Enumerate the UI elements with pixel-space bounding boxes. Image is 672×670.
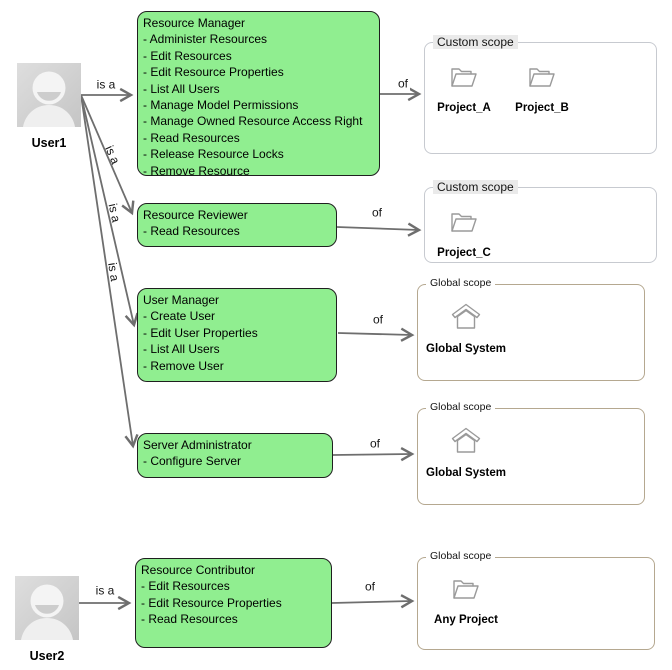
edge-label-of: of xyxy=(362,579,378,594)
role-permission: - Manage Owned Resource Access Right xyxy=(143,114,363,129)
scope-global-system-2[interactable]: Global scope Global System xyxy=(417,401,645,505)
edge-label-of: of xyxy=(369,205,385,220)
scope-item-label: Global System xyxy=(426,343,506,355)
scope-global-any-project[interactable]: Global scope Any Project xyxy=(417,550,655,650)
edge-label-of: of xyxy=(395,76,411,91)
folder-icon xyxy=(450,575,482,608)
role-resource-manager[interactable]: Resource Manager - Administer Resources … xyxy=(137,11,380,176)
edge-label-is-a: is a xyxy=(102,143,123,167)
role-permission: - Read Resources xyxy=(141,612,238,627)
edge-rr-custom-scope[interactable] xyxy=(336,222,422,237)
edge-label-is-a: is a xyxy=(94,77,118,92)
role-permission: - Read Resources xyxy=(143,224,240,239)
user1-node[interactable]: User1 xyxy=(17,63,81,150)
edge-um-global-scope[interactable] xyxy=(337,327,415,342)
scope-legend: Custom scope xyxy=(433,180,518,194)
scope-item-global-system[interactable]: Global System xyxy=(418,302,514,355)
role-permission: - Edit Resource Properties xyxy=(141,595,282,610)
scope-item-label: Project_A xyxy=(437,102,491,114)
edge-rc-global-scope[interactable] xyxy=(331,594,415,609)
user-name: User1 xyxy=(31,136,67,150)
scope-item-project-b[interactable]: Project_B xyxy=(503,63,581,114)
scope-item-global-system[interactable]: Global System xyxy=(418,426,514,479)
scope-custom-projects-ab[interactable]: Custom scope Project_A Pro xyxy=(424,35,657,154)
scope-item-project-a[interactable]: Project_A xyxy=(425,63,503,114)
edge-label-is-a: is a xyxy=(105,202,124,224)
scope-item-label: Any Project xyxy=(434,614,498,626)
edge-label-of: of xyxy=(367,436,383,451)
user-name: User2 xyxy=(29,649,65,663)
home-icon xyxy=(450,302,482,337)
role-permission: - Administer Resources xyxy=(143,32,268,47)
role-title: Resource Contributor xyxy=(141,563,256,577)
folder-icon xyxy=(526,63,558,96)
edge-label-of: of xyxy=(370,312,386,327)
scope-item-any-project[interactable]: Any Project xyxy=(418,575,514,626)
role-permission: - Manage Model Permissions xyxy=(143,98,299,113)
role-title: Resource Reviewer xyxy=(143,208,248,222)
role-permission: - Read Resources xyxy=(143,130,240,145)
user2-node[interactable]: User2 xyxy=(15,576,79,663)
role-permission: - Remove User xyxy=(143,358,224,373)
role-server-administrator[interactable]: Server Administrator - Configure Server xyxy=(137,433,333,478)
scope-legend: Custom scope xyxy=(433,35,518,49)
edge-sa-global-scope[interactable] xyxy=(332,446,415,462)
home-icon xyxy=(450,426,482,461)
scope-item-label: Global System xyxy=(426,467,506,479)
role-permission: - List All Users xyxy=(143,81,220,96)
role-title: Resource Manager xyxy=(143,16,246,30)
role-permission: - Edit Resource Properties xyxy=(143,65,284,80)
role-permission: - Edit Resources xyxy=(143,48,232,63)
role-user-manager[interactable]: User Manager - Create User - Edit User P… xyxy=(137,288,337,382)
edge-label-is-a: is a xyxy=(93,583,117,598)
folder-icon xyxy=(448,208,480,241)
role-resource-contributor[interactable]: Resource Contributor - Edit Resources - … xyxy=(135,558,332,648)
role-permission: - Create User xyxy=(143,309,216,324)
role-permission: - Remove Resource xyxy=(143,163,250,176)
scope-custom-project-c[interactable]: Custom scope Project_C xyxy=(424,180,657,263)
folder-icon xyxy=(448,63,480,96)
edge-label-is-a: is a xyxy=(105,261,122,283)
role-permission: - Configure Server xyxy=(143,454,242,469)
role-permission: - List All Users xyxy=(143,342,220,357)
role-resource-reviewer[interactable]: Resource Reviewer - Read Resources xyxy=(137,203,337,247)
scope-item-project-c[interactable]: Project_C xyxy=(425,208,503,259)
scope-item-label: Project_B xyxy=(515,102,569,114)
scope-legend: Global scope xyxy=(426,277,496,290)
scope-legend: Global scope xyxy=(426,401,496,414)
scope-item-label: Project_C xyxy=(437,247,491,259)
user-avatar-icon xyxy=(15,576,79,640)
scope-global-system-1[interactable]: Global scope Global System xyxy=(417,277,645,381)
role-permission: - Edit Resources xyxy=(141,579,230,594)
scope-legend: Global scope xyxy=(426,550,496,563)
role-title: Server Administrator xyxy=(143,438,252,452)
role-title: User Manager xyxy=(143,293,220,307)
role-permission: - Edit User Properties xyxy=(143,325,258,340)
role-permission: - Release Resource Locks xyxy=(143,147,284,162)
user-avatar-icon xyxy=(17,63,81,127)
